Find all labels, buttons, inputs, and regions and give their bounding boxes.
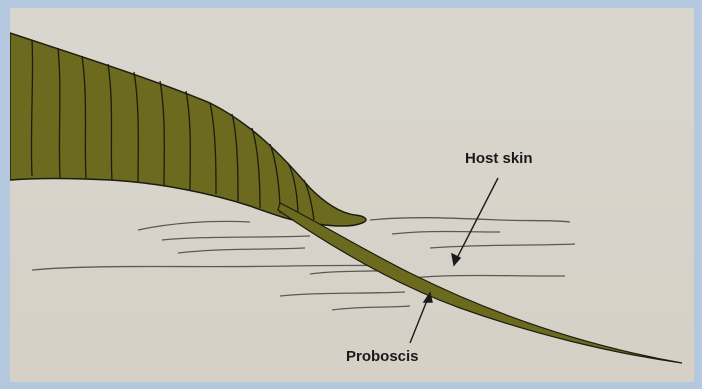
skin-line — [162, 236, 310, 240]
proboscis-arrow-line — [410, 298, 428, 343]
skin-line — [280, 292, 405, 296]
diagram-panel: Host skin Proboscis — [10, 8, 694, 382]
skin-line — [430, 244, 575, 248]
host-skin-lines — [32, 218, 575, 310]
skin-line — [412, 276, 565, 279]
skin-line — [138, 221, 250, 230]
mosquito-feeding-diagram — [10, 8, 694, 382]
skin-line — [178, 248, 305, 253]
mosquito-body — [10, 33, 682, 363]
skin-line — [370, 218, 570, 222]
skin-line — [332, 306, 410, 310]
host-skin-label: Host skin — [465, 150, 533, 167]
skin-line — [32, 265, 390, 270]
proboscis-label: Proboscis — [346, 348, 419, 365]
annotation-arrows — [410, 178, 498, 343]
body-shape — [10, 33, 366, 226]
skin-line — [392, 232, 500, 235]
proboscis-shape — [278, 203, 682, 363]
